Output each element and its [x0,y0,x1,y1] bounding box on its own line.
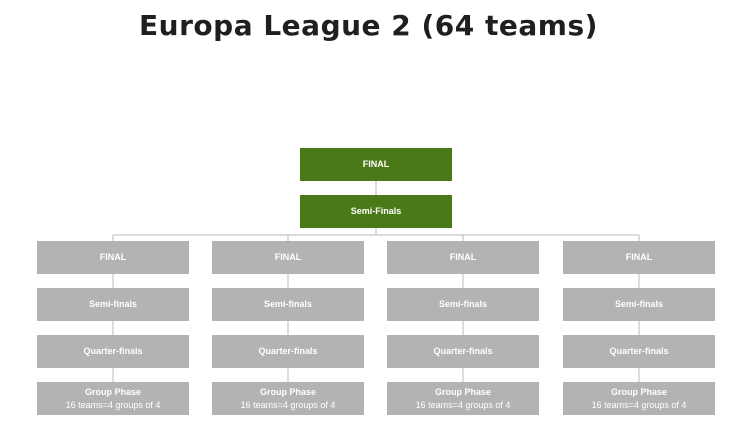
group-3-group-detail: 16 teams=4 groups of 4 [415,399,511,410]
group-3-semi-finals-box: Semi-finals [387,288,539,321]
group-3-group-phase-box: Group Phase 16 teams=4 groups of 4 [387,382,539,415]
group-2-semi-finals-label: Semi-finals [263,299,312,309]
group-2-group-phase-box: Group Phase 16 teams=4 groups of 4 [212,382,364,415]
group-3-quarter-finals-box: Quarter-finals [387,335,539,368]
group-1-quarter-finals-box: Quarter-finals [37,335,189,368]
group-4-semi-finals-label: Semi-finals [614,299,663,309]
page-title: Europa League 2 (64 teams) [139,9,598,42]
group-4-group-phase-box: Group Phase 16 teams=4 groups of 4 [563,382,715,415]
group-3-group-phase-label: Group Phase [434,386,491,397]
top-final-label: FINAL [362,159,390,169]
group-4-group-phase-label: Group Phase [610,386,667,397]
group-4-quarter-finals-label: Quarter-finals [609,346,669,356]
group-2-group-phase-label: Group Phase [259,386,316,397]
group-2-final-box: FINAL [212,241,364,274]
group-2-group-detail: 16 teams=4 groups of 4 [240,399,336,410]
group-2-semi-finals-box: Semi-finals [212,288,364,321]
group-1-group-phase-label: Group Phase [84,386,141,397]
top-final-box: FINAL [300,148,452,181]
group-2-quarter-finals-box: Quarter-finals [212,335,364,368]
group-3-final-label: FINAL [449,252,477,262]
group-4-quarter-finals-box: Quarter-finals [563,335,715,368]
group-1-group-detail: 16 teams=4 groups of 4 [65,399,161,410]
group-4-semi-finals-box: Semi-finals [563,288,715,321]
group-3-semi-finals-label: Semi-finals [438,299,487,309]
group-2-quarter-finals-label: Quarter-finals [258,346,318,356]
group-1-final-label: FINAL [99,252,127,262]
top-semi-finals-label: Semi-Finals [350,206,402,216]
group-4-group-detail: 16 teams=4 groups of 4 [591,399,687,410]
group-2-final-label: FINAL [274,252,302,262]
group-3-final-box: FINAL [387,241,539,274]
group-1-semi-finals-label: Semi-finals [88,299,137,309]
top-semi-finals-box: Semi-Finals [300,195,452,228]
group-1-final-box: FINAL [37,241,189,274]
group-1-semi-finals-box: Semi-finals [37,288,189,321]
group-3-quarter-finals-label: Quarter-finals [433,346,493,356]
group-4-final-label: FINAL [625,252,653,262]
group-1-quarter-finals-label: Quarter-finals [83,346,143,356]
group-1-group-phase-box: Group Phase 16 teams=4 groups of 4 [37,382,189,415]
group-4-final-box: FINAL [563,241,715,274]
